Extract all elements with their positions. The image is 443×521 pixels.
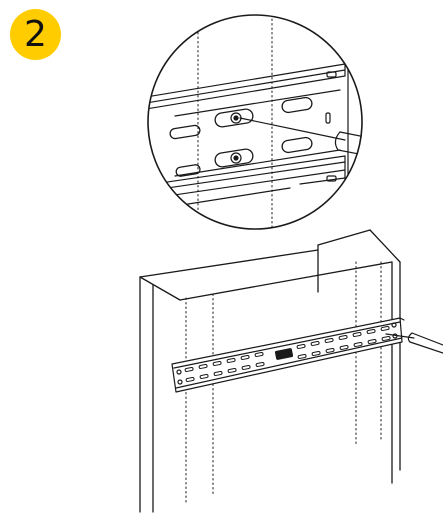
rail-slot (169, 96, 313, 177)
step-number: 2 (24, 13, 47, 55)
rail-slot-row-top (184, 326, 390, 372)
screwdriver-icon-main (385, 332, 443, 354)
rail-slot-row-bottom (185, 336, 391, 382)
zoom-callout (147, 14, 363, 230)
mounting-rail (171, 317, 405, 393)
step-badge: 2 (10, 9, 61, 60)
panel-edge-lines (197, 15, 273, 229)
rail-magnified (148, 63, 346, 211)
cabinet-wall (139, 229, 401, 513)
